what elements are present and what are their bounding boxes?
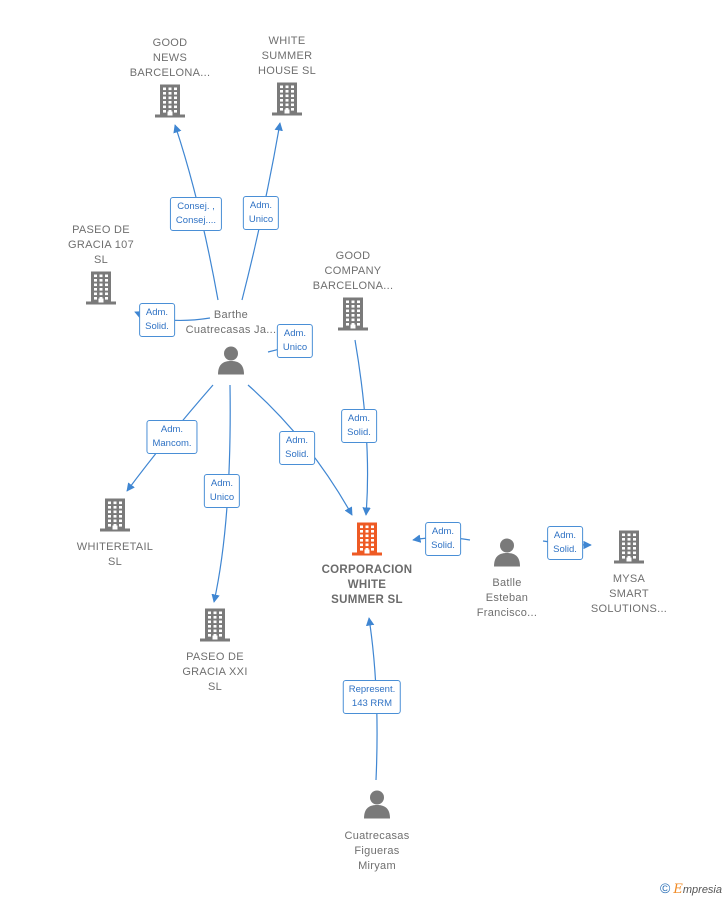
building-icon[interactable] [153, 83, 187, 124]
person-icon[interactable] [361, 790, 393, 825]
edge-label-batlle-to-corporacion[interactable]: Adm. Solid. [425, 522, 461, 556]
building-icon[interactable] [336, 296, 370, 337]
edge-label-barthe-to-white-summer-house[interactable]: Adm. Unico [242, 196, 280, 230]
node-label-batlle[interactable]: Batlle Esteban Francisco... [476, 577, 538, 619]
brand-initial: E [673, 882, 683, 897]
node-label-corporacion[interactable]: CORPORACION WHITE SUMMER SL [321, 564, 413, 606]
node-label-barthe[interactable]: Barthe Cuatrecasas Ja... [185, 309, 277, 336]
person-icon[interactable] [215, 346, 247, 381]
edge-label-barthe-to-whiteretail[interactable]: Adm. Mancom. [146, 420, 198, 454]
node-label-paseo-107[interactable]: PASEO DE GRACIA 107 SL [68, 224, 134, 266]
edge-label-batlle-to-mysa[interactable]: Adm. Solid. [547, 526, 583, 560]
node-label-whiteretail[interactable]: WHITERETAIL SL [76, 541, 154, 568]
edge-label-good-company-to-corporacion[interactable]: Adm. Solid. [341, 409, 377, 443]
node-label-cuatrecasas-m[interactable]: Cuatrecasas Figueras Miryam [344, 830, 410, 872]
node-label-white-summer-house[interactable]: WHITE SUMMER HOUSE SL [257, 35, 317, 77]
building-icon[interactable] [350, 521, 384, 562]
building-icon[interactable] [612, 529, 646, 570]
building-icon[interactable] [198, 607, 232, 648]
edge-label-barthe-to-paseo-xxi[interactable]: Adm. Unico [203, 474, 241, 508]
brand-footer[interactable]: ©Empresia [660, 880, 722, 897]
node-label-good-company[interactable]: GOOD COMPANY BARCELONA... [312, 250, 394, 292]
edge-label-cuatrecasas-m-to-corporacion[interactable]: Represent. 143 RRM [342, 680, 402, 714]
edge-label-barthe-to-good-company[interactable]: Adm. Unico [276, 324, 314, 358]
edge-label-barthe-to-good-news[interactable]: Consej. , Consej.... [169, 197, 223, 231]
person-icon[interactable] [491, 538, 523, 573]
node-label-paseo-xxi[interactable]: PASEO DE GRACIA XXI SL [182, 651, 248, 693]
edge-label-barthe-to-paseo-107[interactable]: Adm. Solid. [139, 303, 175, 337]
copyright-icon: © [660, 880, 671, 896]
edge-label-barthe-to-corporacion[interactable]: Adm. Solid. [279, 431, 315, 465]
building-icon[interactable] [84, 270, 118, 311]
brand-name: mpresia [682, 884, 722, 896]
building-icon[interactable] [98, 497, 132, 538]
node-label-good-news[interactable]: GOOD NEWS BARCELONA... [129, 37, 211, 79]
node-label-mysa[interactable]: MYSA SMART SOLUTIONS... [590, 573, 668, 615]
building-icon[interactable] [270, 81, 304, 122]
